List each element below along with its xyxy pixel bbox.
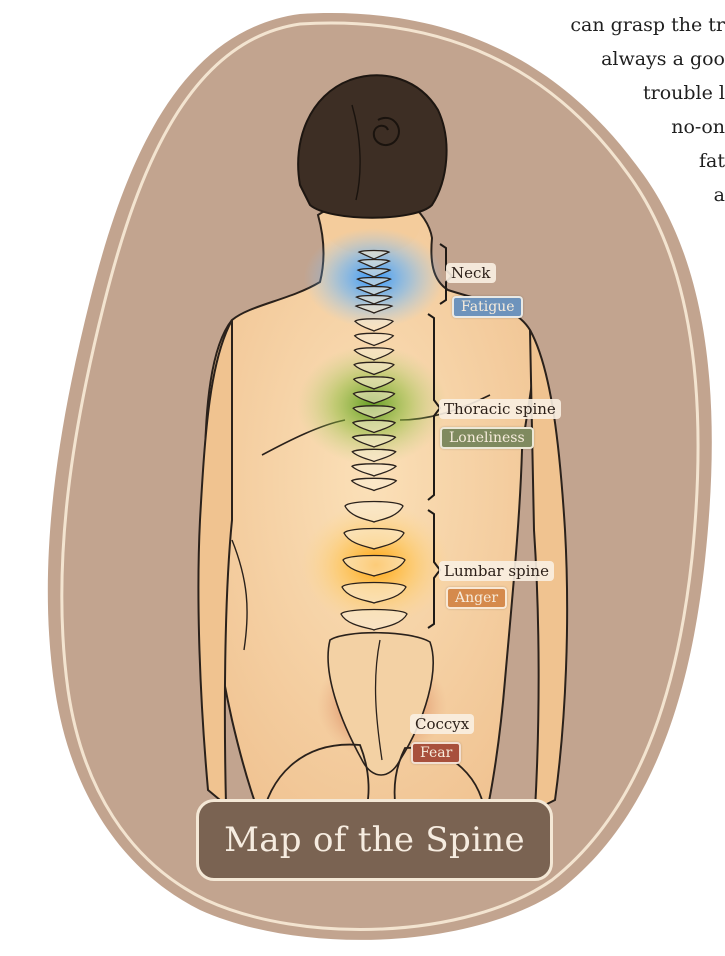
label-thoracic-spine: Thoracic spine [439,399,561,419]
background-text-line: fat [699,150,725,172]
emotion-tag-fear: Fear [411,742,461,764]
background-text-line: can grasp the tr [570,14,725,36]
label-neck: Neck [446,263,496,283]
page-title: Map of the Spine [224,820,525,860]
background-text-line: trouble l [643,82,725,104]
title-plaque: Map of the Spine [196,799,553,881]
label-lumbar-spine: Lumbar spine [439,561,554,581]
emotion-tag-fatigue: Fatigue [452,296,523,318]
emotion-tag-anger: Anger [446,587,507,609]
background-text-line: no-on [671,116,725,138]
emotion-tag-loneliness: Loneliness [440,427,534,449]
label-coccyx: Coccyx [410,714,474,734]
background-text-line: always a goo [601,48,725,70]
background-text-line: a [714,184,725,206]
